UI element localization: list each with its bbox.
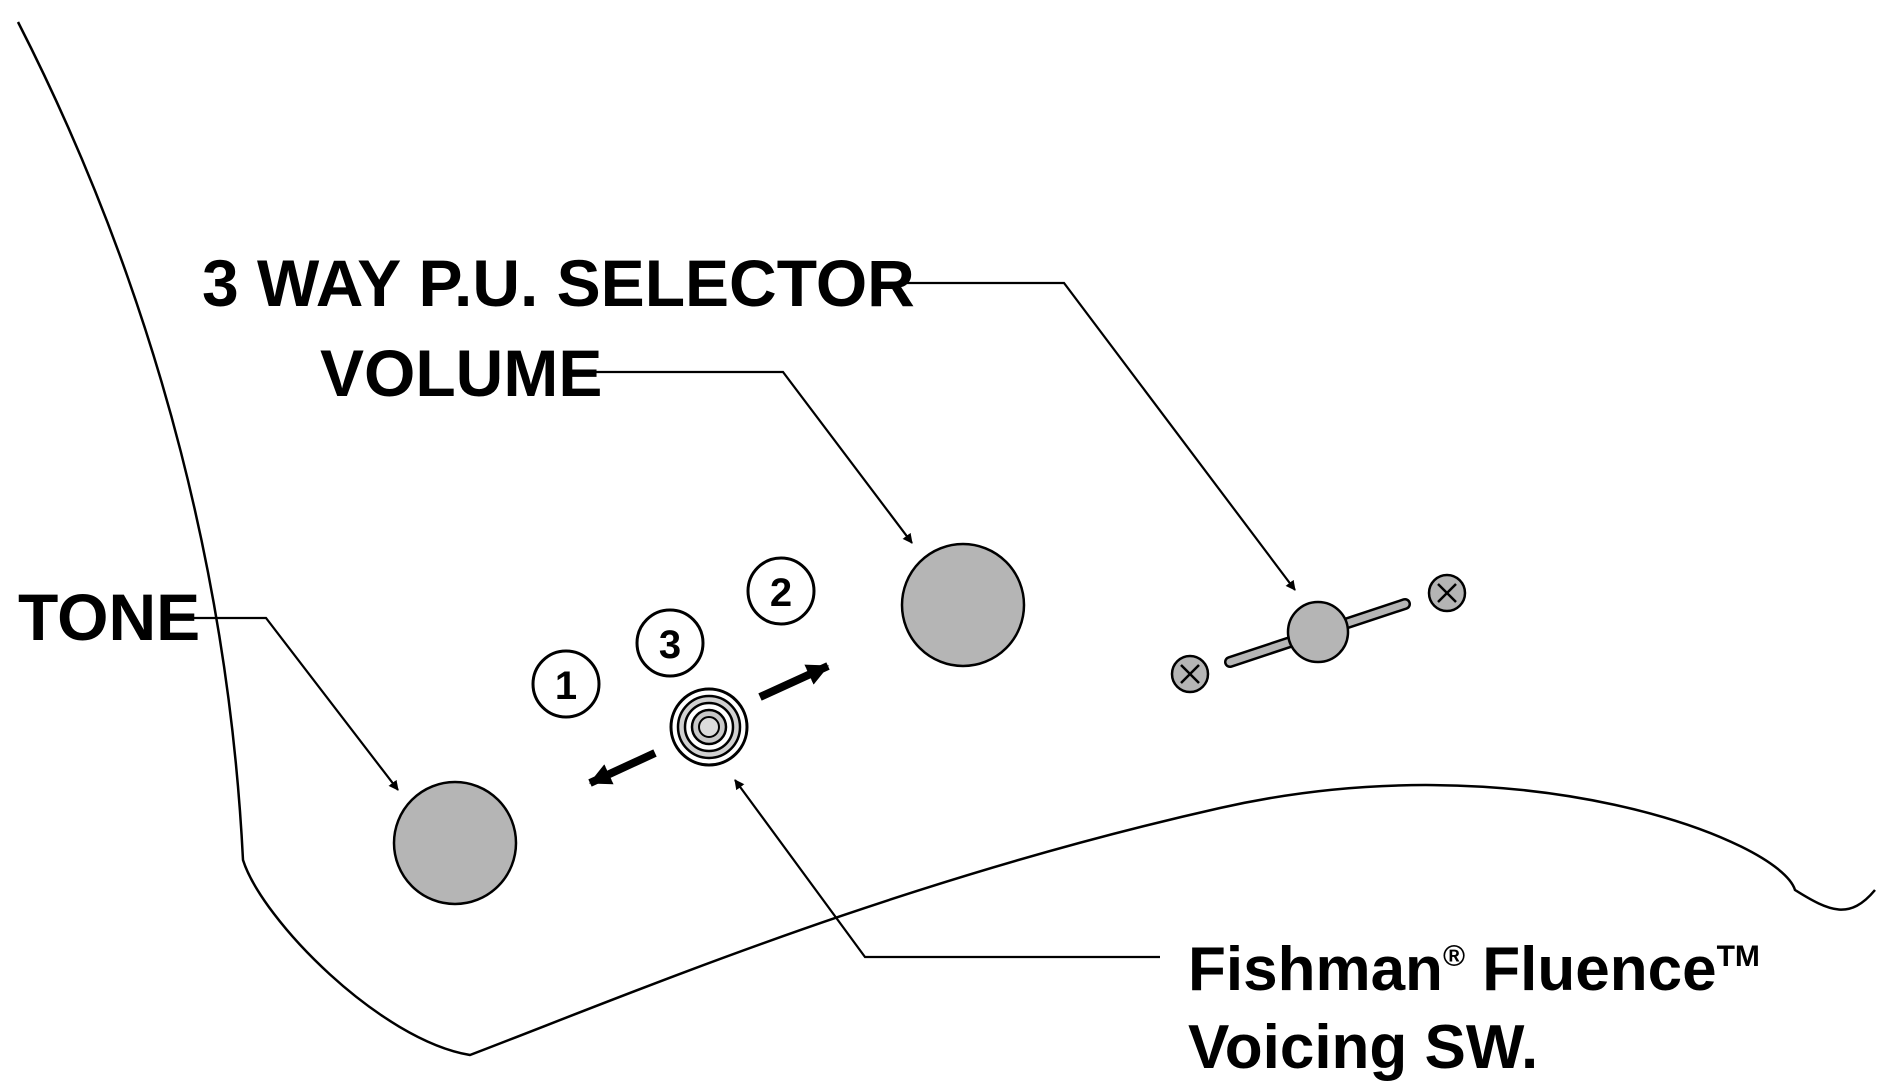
voicing-label-line2: Voicing SW. [1188, 1013, 1538, 1082]
position-1-badge: 1 [531, 649, 601, 719]
arrow-left-icon [588, 749, 657, 787]
position-3-badge: 3 [635, 608, 705, 678]
body-outline [16, 21, 1876, 1057]
tone-leader-line [190, 616, 399, 791]
arrow-right-icon [758, 662, 830, 701]
voicing-switch[interactable] [669, 687, 749, 767]
screw-right-icon [1427, 573, 1467, 613]
voicing-leader-line [734, 779, 1160, 959]
volume-label: VOLUME [320, 336, 602, 410]
selector-label: 3 WAY P.U. SELECTOR [202, 246, 915, 320]
tone-label: TONE [18, 580, 200, 654]
position-2-badge: 2 [746, 556, 816, 626]
screw-left-icon [1170, 654, 1210, 694]
position-3-label: 3 [659, 623, 681, 667]
position-2-label: 2 [770, 571, 792, 615]
pickup-selector[interactable] [1224, 598, 1411, 668]
voicing-label-line1: Fishman® FluenceTM [1188, 935, 1760, 1004]
volume-leader-line [590, 370, 913, 544]
position-1-label: 1 [555, 664, 577, 708]
volume-knob[interactable] [900, 542, 1026, 668]
tone-knob[interactable] [392, 780, 518, 906]
selector-leader-line [872, 281, 1296, 591]
